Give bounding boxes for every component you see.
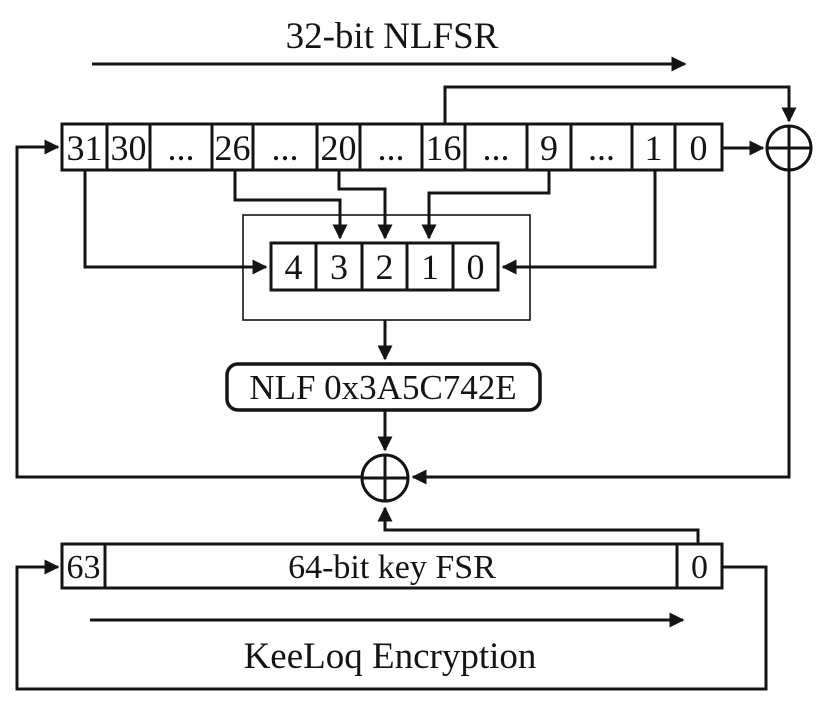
nlfsr-cell-label: 26	[215, 128, 251, 168]
nlfsr-cell-label: 9	[540, 128, 558, 168]
tap-cell-label: 3	[330, 247, 348, 287]
tap-register-outline	[269, 241, 500, 292]
bit1-tap-wire	[501, 170, 657, 275]
nlfsr-cell-label: 1	[645, 128, 663, 168]
nlfsr-cell-label: 20	[321, 128, 357, 168]
nlfsr-cell-label: 31	[67, 128, 103, 168]
output-xor-to-feedback-xor-wire	[411, 170, 791, 485]
nlfsr-cell-dividers	[105, 124, 677, 170]
nlfsr-cell-label: ...	[378, 128, 405, 168]
key-register: 63 64-bit key FSR 0	[60, 542, 724, 590]
tap-cell-label: 4	[285, 247, 303, 287]
nlfsr-cell-label: ...	[588, 128, 615, 168]
bit20-tap-wire	[337, 170, 393, 240]
tap-register: 4 3 2 1 0	[269, 241, 500, 292]
tap-cell-label: 0	[467, 247, 485, 287]
nlfsr-title: 32-bit NLFSR	[286, 16, 499, 57]
bit16-tap-wire	[443, 85, 797, 124]
nlfsr-cell-label: ...	[168, 128, 195, 168]
nlfsr-register: 31 30 ... 26 ... 20 ... 16 ... 9 ... 1 0	[60, 122, 724, 172]
bit9-tap-wire	[421, 170, 551, 240]
key-msb-label: 63	[67, 549, 101, 586]
feedback-xor-icon	[360, 453, 410, 503]
tap-cell-label: 1	[421, 247, 439, 287]
tap-cell-dividers	[314, 243, 455, 290]
nlfsr-cell-label: ...	[272, 128, 299, 168]
feedback-wire-to-bit31	[15, 139, 362, 479]
nlfsr-cell-label: ...	[483, 128, 510, 168]
key-bit0-to-feedback-xor-wire	[377, 506, 700, 543]
output-xor-icon	[765, 124, 813, 172]
bit26-tap-wire	[233, 170, 348, 240]
key-cell-dividers	[103, 544, 679, 588]
nlf-label: NLF 0x3A5C742E	[249, 368, 516, 407]
key-lsb-label: 0	[691, 549, 708, 586]
key-register-label: 64-bit key FSR	[288, 549, 496, 586]
bit31-tap-wire	[83, 170, 268, 275]
nlf-box: NLF 0x3A5C742E	[225, 362, 542, 412]
nlfsr-cell-label: 30	[111, 128, 147, 168]
footer-label: KeeLoq Encryption	[244, 636, 537, 677]
key-register-outline	[60, 542, 724, 590]
nlfsr-cell-label: 16	[426, 128, 462, 168]
tap-cell-label: 2	[376, 247, 394, 287]
key-rotation-feedback-wire	[15, 559, 768, 691]
nlfsr-cell-label: 0	[690, 128, 708, 168]
